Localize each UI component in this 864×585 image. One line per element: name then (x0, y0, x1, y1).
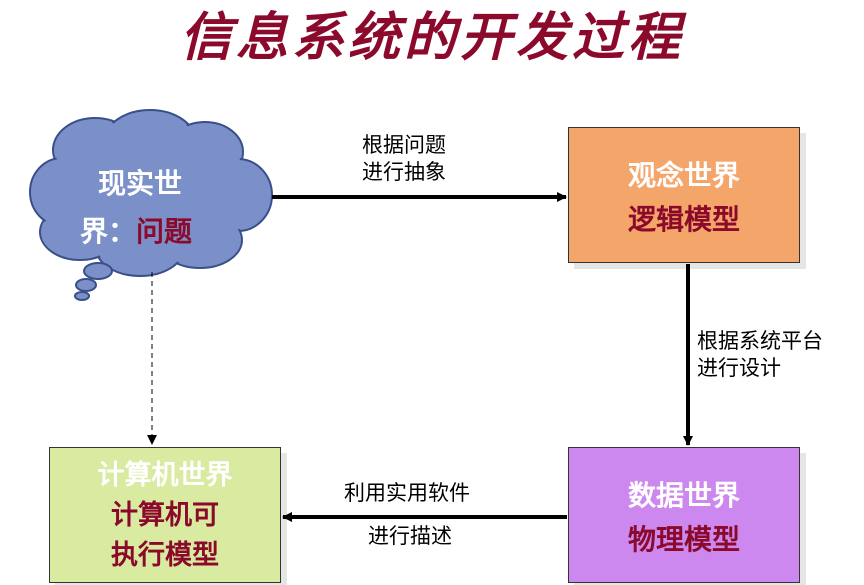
right-arrow-label-line2: 进行设计 (697, 356, 781, 380)
page-title: 信息系统的开发过程 (179, 7, 684, 68)
logical-model-box: 观念世界 逻辑模型 (568, 127, 800, 263)
computer-box-subtitle-2: 执行模型 (111, 540, 219, 571)
cloud-label-prefix: 界： (80, 215, 137, 248)
computer-box-title: 计算机世界 (97, 460, 233, 491)
cloud-label-line1: 现实世 (98, 167, 183, 200)
bottom-arrow-label-line2: 进行描述 (368, 524, 452, 548)
cloud-label-highlight: 问题 (136, 215, 193, 248)
right-arrow-label: 根据系统平台 进行设计 (697, 328, 823, 382)
logical-box-subtitle: 逻辑模型 (627, 203, 740, 236)
computer-box-subtitle-1: 计算机可 (111, 500, 219, 531)
top-arrow-label-line1: 根据问题 (362, 133, 446, 157)
physical-model-box: 数据世界 物理模型 (568, 447, 800, 583)
physical-box-subtitle: 物理模型 (627, 523, 740, 556)
top-arrow-label-line2: 进行抽象 (362, 160, 446, 184)
right-arrow-label-line1: 根据系统平台 (697, 329, 823, 353)
cloud-shape (29, 109, 273, 301)
top-arrow-label: 根据问题 进行抽象 (362, 132, 446, 186)
logical-box-title: 观念世界 (627, 159, 740, 192)
computer-model-box: 计算机世界 计算机可 执行模型 (49, 447, 281, 583)
cloud-label-line2: 界：问题 (80, 208, 192, 256)
physical-box-title: 数据世界 (627, 479, 740, 512)
bottom-arrow-label-line1: 利用实用软件 (344, 481, 470, 505)
